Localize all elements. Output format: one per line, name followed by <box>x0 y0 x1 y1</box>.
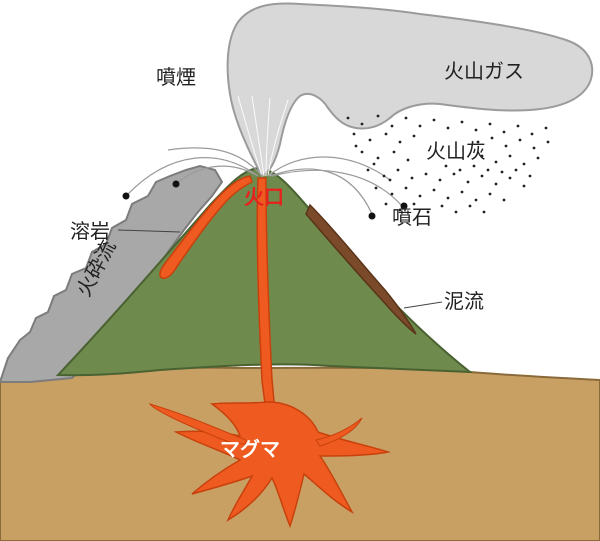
ash-particle <box>508 176 512 180</box>
ash-particle <box>508 154 512 158</box>
smoke-cloud <box>226 2 594 178</box>
ash-particle <box>446 196 450 200</box>
magma-tendril-right <box>315 417 363 447</box>
ash-particle <box>360 150 364 154</box>
ash-particle <box>500 170 504 174</box>
ash-particle <box>418 194 422 198</box>
ash-particle <box>472 164 476 168</box>
lava-leader-line <box>117 229 181 233</box>
ash-particle <box>468 204 472 208</box>
ash-particle <box>404 186 408 190</box>
ash-particle <box>458 168 462 172</box>
ash-particle <box>426 210 430 214</box>
ash-particle <box>368 138 372 142</box>
smoke-label: 噴煙 <box>156 65 196 89</box>
ash-particle <box>476 140 480 144</box>
ash-particle <box>384 132 388 136</box>
volcanic-gas-label: 火山ガス <box>444 59 524 83</box>
ash-particle <box>390 124 394 128</box>
volcanic-bomb <box>122 192 130 200</box>
ash-particle <box>474 198 478 202</box>
ash-particle <box>412 202 416 206</box>
ash-particle <box>502 130 506 134</box>
ash-particle <box>404 116 408 120</box>
ash-particle <box>432 188 436 192</box>
ash-particle <box>466 180 470 184</box>
volcanic-bomb <box>368 212 376 220</box>
ash-particle <box>446 126 450 130</box>
ash-particle <box>440 204 444 208</box>
ash-particle <box>454 210 458 214</box>
ash-particle <box>396 168 400 172</box>
ash-particle <box>390 192 394 196</box>
ash-particle <box>432 118 436 122</box>
lava-label: 溶岩 <box>70 219 110 243</box>
ash-particle <box>474 128 478 132</box>
ash-particle <box>494 182 498 186</box>
volcanic-bomb <box>400 202 408 210</box>
ash-particle <box>480 154 484 158</box>
ash-particle <box>480 174 484 178</box>
ash-particle <box>544 126 548 130</box>
ash-particle <box>514 168 518 172</box>
ash-particle <box>518 138 522 142</box>
ash-particle <box>482 210 486 214</box>
ash-particle <box>410 176 414 180</box>
ash-particle <box>488 122 492 126</box>
ash-particle <box>530 132 534 136</box>
ash-particle <box>398 208 402 212</box>
volcanic-bomb <box>172 180 180 188</box>
ash-particle <box>444 164 448 168</box>
magma-label: マグマ <box>220 437 280 461</box>
ash-particle <box>392 150 396 154</box>
ash-particle <box>486 168 490 172</box>
ash-particle <box>354 144 358 148</box>
ash-particle <box>536 156 540 160</box>
ash-particle <box>532 146 536 150</box>
ash-particle <box>376 114 380 118</box>
ash-particle <box>384 202 388 206</box>
ash-particle <box>418 124 422 128</box>
lava-flow <box>159 175 253 280</box>
ash-particle <box>452 172 456 176</box>
ash-particle <box>460 190 464 194</box>
ash-particle <box>460 120 464 124</box>
ash-particle <box>376 156 380 160</box>
ash-particle <box>528 174 532 178</box>
ash-particle <box>546 140 550 144</box>
ash-particle <box>372 162 376 166</box>
eruption-streaks <box>237 95 305 177</box>
ash-particle <box>374 186 378 190</box>
ash-particle <box>494 160 498 164</box>
ash-particle <box>352 132 356 136</box>
bomb-trajectories <box>125 147 403 215</box>
ash-particle <box>488 192 492 196</box>
ash-particle <box>516 124 520 128</box>
ash-particle <box>398 140 402 144</box>
ash-particle <box>382 174 386 178</box>
ash-particle <box>406 158 410 162</box>
ash-particle <box>424 172 428 176</box>
magma-tendril-left <box>148 403 247 445</box>
ash-particle <box>412 134 416 138</box>
ash-particle <box>522 184 526 188</box>
crater-label: 火口 <box>244 185 284 209</box>
ash-particle <box>504 144 508 148</box>
mudflow-deposit <box>305 203 417 335</box>
volcanic-ash-particles <box>346 114 550 214</box>
ash-particle <box>388 178 392 182</box>
ash-particle <box>522 162 526 166</box>
ash-particle <box>490 136 494 140</box>
ash-particle <box>502 198 506 202</box>
volcanic-ash-label: 火山灰 <box>426 139 486 163</box>
ash-particle <box>346 116 350 120</box>
mudflow-label: 泥流 <box>444 289 484 313</box>
volcanic-bombs-label: 噴石 <box>392 205 432 229</box>
ash-particle <box>366 168 370 172</box>
ash-particle <box>360 122 364 126</box>
ash-particle <box>438 178 442 182</box>
mudflow-leader-line <box>403 301 443 309</box>
